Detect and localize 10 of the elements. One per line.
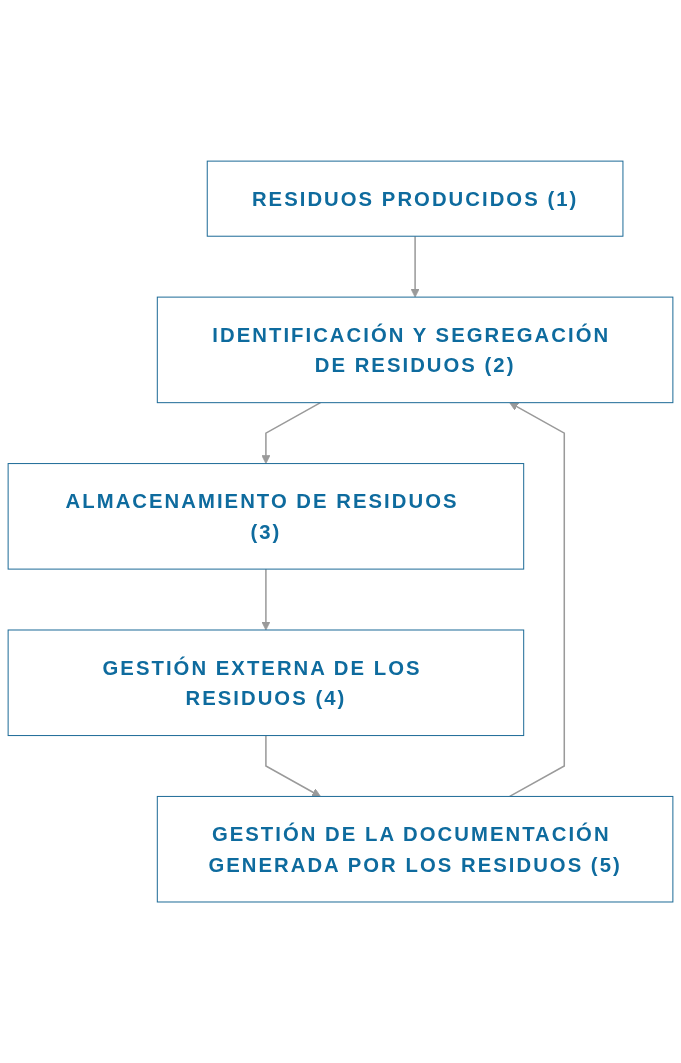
node-box: GESTIÓN DE LA DOCUMENTACIÓN GENERADA POR LOS RESIDUOS (5) bbox=[156, 795, 674, 903]
node-box: GESTIÓN EXTERNA DE LOS RESIDUOS (4) bbox=[7, 629, 525, 736]
node-box: IDENTIFICACIÓN Y SEGREGACIÓN DE RESIDUOS (2) bbox=[156, 296, 674, 404]
node-box: ALMACENAMIENTO DE RESIDUOS (3) bbox=[7, 463, 525, 570]
arrow bbox=[261, 401, 322, 464]
arrow bbox=[508, 402, 566, 798]
node-box: RESIDUOS PRODUCIDOS (1) bbox=[206, 160, 624, 237]
arrow bbox=[265, 734, 321, 797]
arrow bbox=[410, 235, 420, 298]
arrow bbox=[261, 568, 271, 631]
